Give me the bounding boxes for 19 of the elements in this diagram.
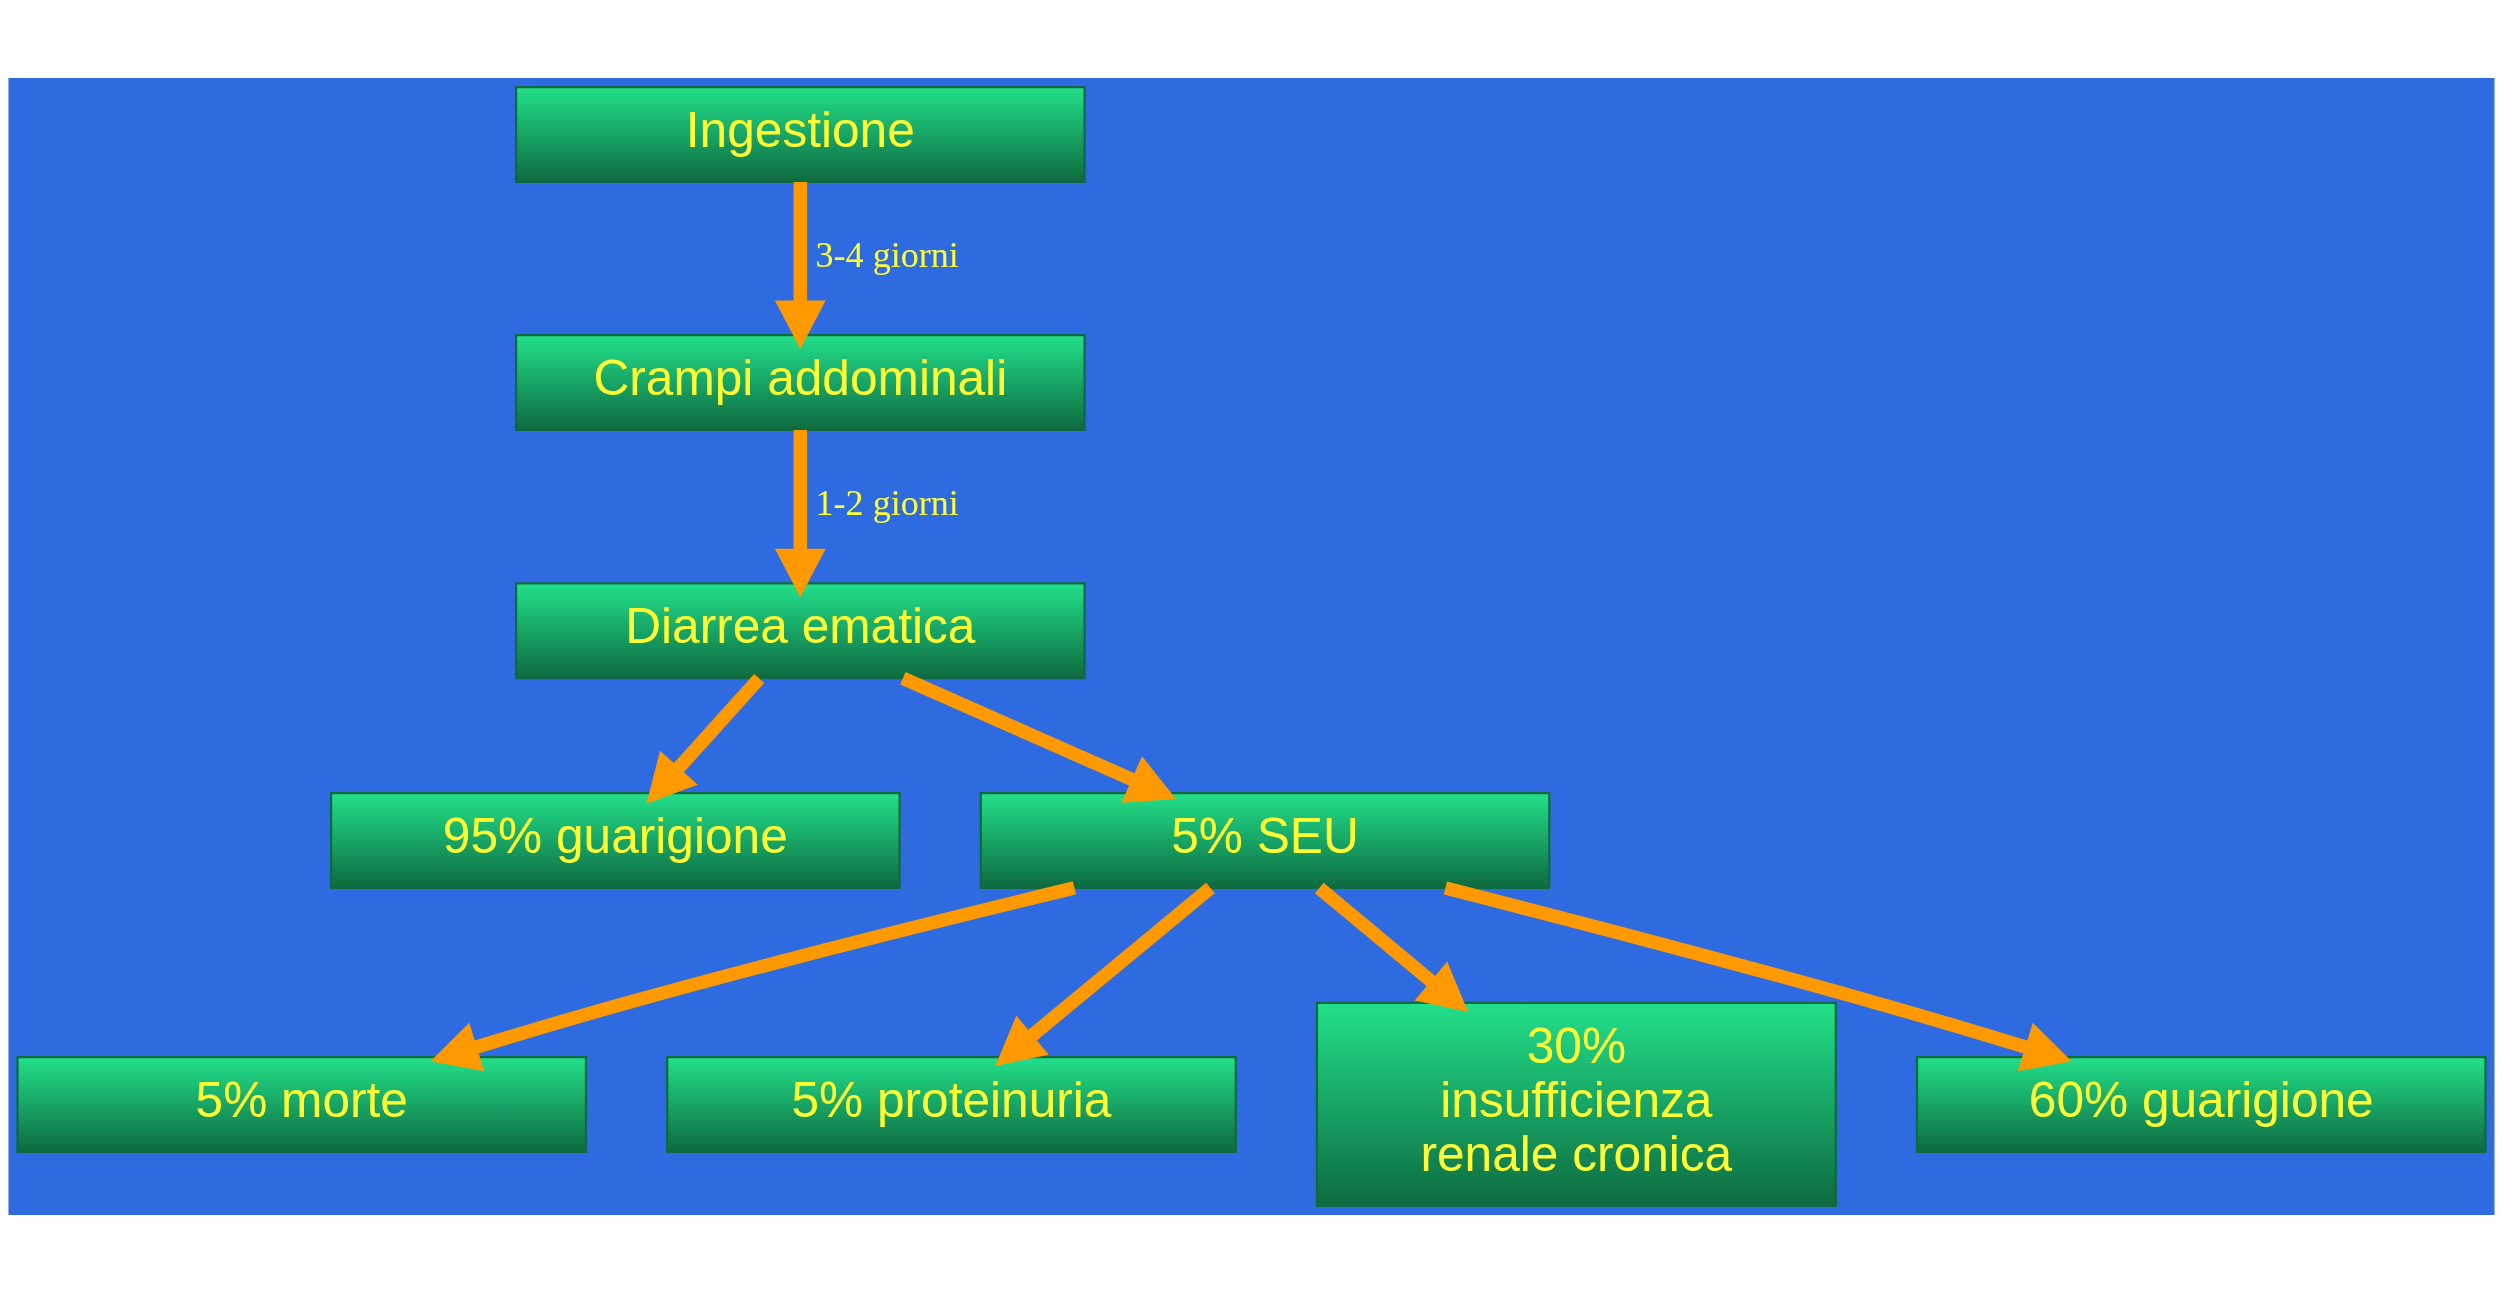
node-box: Ingestione [514,85,1086,183]
arrow [774,430,826,598]
arrow [430,881,1076,1072]
node-box: 60% guarigione [1915,1055,2487,1153]
arrow [1443,881,2072,1072]
arrow [774,181,826,350]
node-box: 30% insufficienza renale cronica [1315,1001,1837,1208]
node-box: Diarrea ematica [514,582,1086,680]
arrow [900,672,1177,803]
node-box: 5% morte [16,1055,588,1153]
node-box: 5% proteinuria [666,1055,1237,1153]
edge-label: 3-4 giorni [815,235,959,276]
node-box: 95% guarigione [329,792,901,889]
edge-label: 1-2 giorni [815,483,959,524]
arrow [646,674,765,804]
arrow [995,882,1215,1066]
node-box: Crampi addominali [514,334,1086,432]
arrow [1314,882,1469,1013]
node-box: 5% SEU [979,792,1551,889]
